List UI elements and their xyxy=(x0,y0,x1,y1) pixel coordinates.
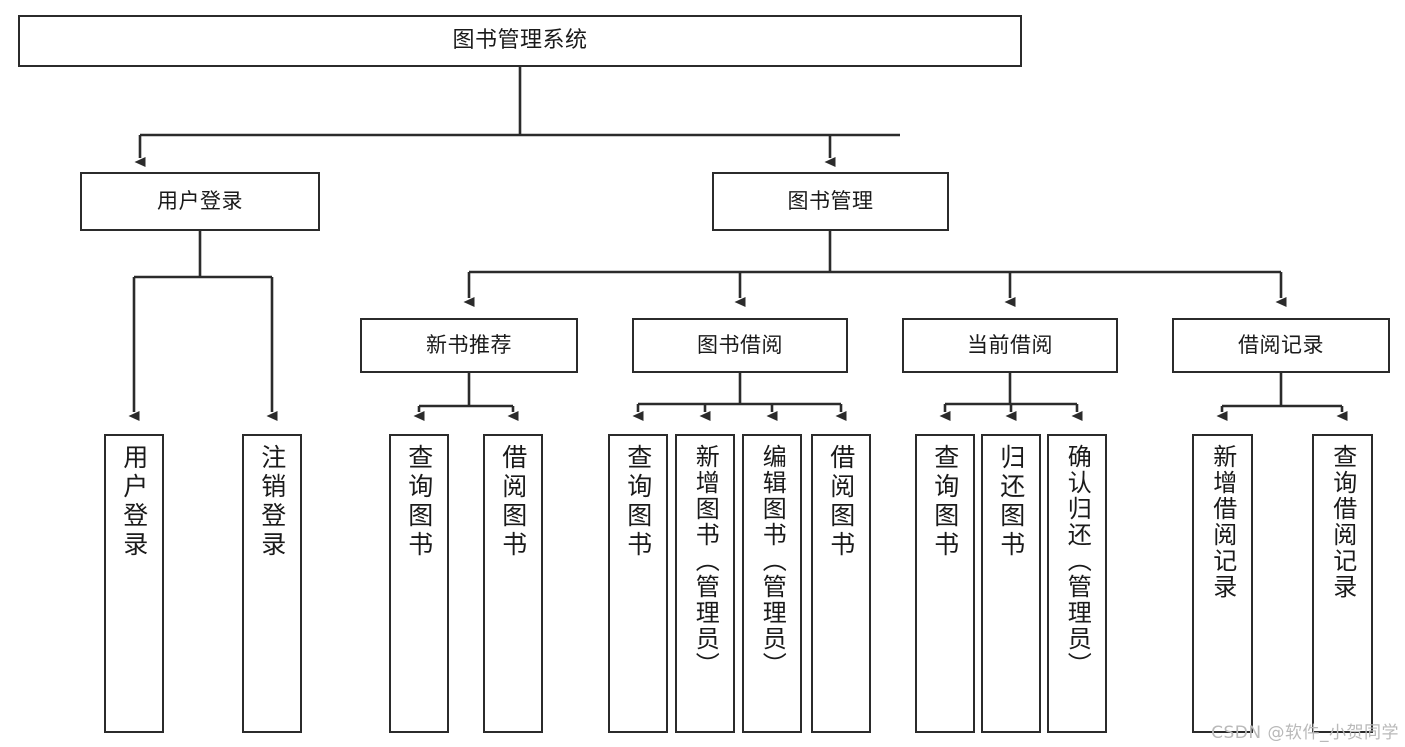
leaf-currentborrow-confirm-return-admin[interactable]: 确认归还（管理员） xyxy=(1047,434,1107,733)
node-root-book-management-system[interactable]: 图书管理系统 xyxy=(18,15,1022,67)
node-current-borrow-label: 当前借阅 xyxy=(967,333,1053,358)
node-book-borrow[interactable]: 图书借阅 xyxy=(632,318,848,373)
node-current-borrow[interactable]: 当前借阅 xyxy=(902,318,1118,373)
leaf-borrowrecord-query-record[interactable]: 查询借阅记录 xyxy=(1312,434,1373,733)
node-borrow-record-label: 借阅记录 xyxy=(1238,333,1324,358)
leaf-label: 查询图书 xyxy=(404,444,434,560)
node-user-login[interactable]: 用户登录 xyxy=(80,172,320,231)
leaf-label: 确认归还（管理员） xyxy=(1063,444,1092,678)
leaf-label: 新增图书（管理员） xyxy=(691,444,720,678)
leaf-label: 新增借阅记录 xyxy=(1208,444,1237,600)
leaf-currentborrow-query-book[interactable]: 查询图书 xyxy=(915,434,975,733)
leaf-label: 查询图书 xyxy=(623,444,653,560)
leaf-bookborrow-add-book-admin[interactable]: 新增图书（管理员） xyxy=(675,434,735,733)
csdn-watermark: CSDN @软件_小贺同学 xyxy=(1211,723,1399,743)
node-new-book-recommend[interactable]: 新书推荐 xyxy=(360,318,578,373)
leaf-user-login-signout[interactable]: 注销登录 xyxy=(242,434,302,733)
node-book-management[interactable]: 图书管理 xyxy=(712,172,949,231)
leaf-label: 归还图书 xyxy=(996,444,1026,560)
leaf-bookborrow-query-book[interactable]: 查询图书 xyxy=(608,434,668,733)
leaf-label: 查询借阅记录 xyxy=(1328,444,1357,600)
leaf-newbook-query-book[interactable]: 查询图书 xyxy=(389,434,449,733)
leaf-label: 编辑图书（管理员） xyxy=(758,444,787,678)
leaf-borrowrecord-add-record[interactable]: 新增借阅记录 xyxy=(1192,434,1253,733)
node-book-borrow-label: 图书借阅 xyxy=(697,333,783,358)
leaf-newbook-borrow-book[interactable]: 借阅图书 xyxy=(483,434,543,733)
leaf-label: 用户登录 xyxy=(119,444,149,560)
node-user-login-label: 用户登录 xyxy=(157,189,243,214)
node-new-book-recommend-label: 新书推荐 xyxy=(426,333,512,358)
node-borrow-record[interactable]: 借阅记录 xyxy=(1172,318,1390,373)
leaf-label: 查询图书 xyxy=(930,444,960,560)
leaf-label: 借阅图书 xyxy=(826,444,856,560)
leaf-label: 借阅图书 xyxy=(498,444,528,560)
node-root-label: 图书管理系统 xyxy=(452,28,588,54)
leaf-label: 注销登录 xyxy=(257,444,287,560)
leaf-user-login-signin[interactable]: 用户登录 xyxy=(104,434,164,733)
leaf-bookborrow-edit-book-admin[interactable]: 编辑图书（管理员） xyxy=(742,434,802,733)
node-book-management-label: 图书管理 xyxy=(787,189,874,214)
leaf-bookborrow-borrow-book[interactable]: 借阅图书 xyxy=(811,434,871,733)
leaf-currentborrow-return-book[interactable]: 归还图书 xyxy=(981,434,1041,733)
